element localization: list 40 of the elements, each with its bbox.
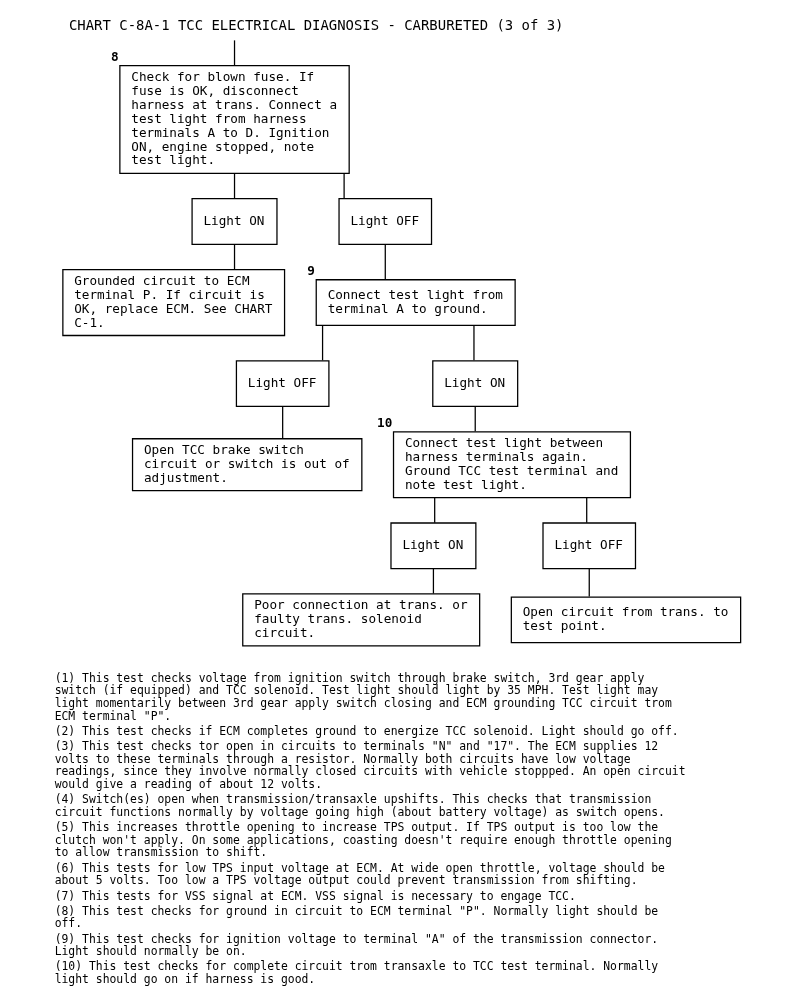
connector (473, 324, 475, 361)
connector (233, 172, 236, 199)
node-label: 10 (377, 414, 393, 430)
diagram-title: CHART C-8A-1 TCC ELECTRICAL DIAGNOSIS - CARBURETED (3 of 3) (68, 16, 564, 33)
label: (10) This test checks for complete circuit trom transaxle to TCC test terminal. Normally light should go on if harness is good. (54, 958, 659, 986)
node-label: 8 (111, 48, 119, 64)
connector (233, 39, 236, 66)
connector (432, 567, 435, 594)
label: (3) This test checks tor open in circuits to terminals "N" and "17". The ECM supplies 12 volts to these terminals through a resistor. Normally both circuits have low voltage readings, since they involve normally closed circuits with vehicle stoppped. An open circuit would give a reading of about 12 volts. (54, 738, 686, 791)
node-box: Connect test light between harness terminals again. Ground TCC test terminal and note test light. (392, 430, 632, 498)
label: (6) This tests for low TPS input voltage at ECM. At wide open throttle, voltage should be about 5 volts. Too low a TPS voltage output could prevent transmission from shifting. (54, 860, 665, 887)
node-box: Open TCC brake switch circuit or switch is out of adjustment. (131, 437, 363, 491)
label: (2) This test checks if ECM completes ground to energize TCC solenoid. Light should go off. (54, 723, 679, 738)
connector (434, 496, 436, 523)
connector (343, 172, 345, 199)
connector (321, 324, 324, 361)
node-box: Connect test light from terminal A to ground. (315, 278, 516, 326)
label: (5) This increases throttle opening to increase TPS output. If TPS output is too low the clutch won't apply. On some applications, coasting doesn't require enough throttle opening to allow transmission to shift. (54, 819, 672, 859)
node-box: Light ON (432, 359, 519, 407)
label: (7) This tests for VSS signal at ECM. VSS signal is necessary to engage TCC. (54, 888, 576, 903)
node-box: Light OFF (542, 521, 637, 569)
node-box: Light OFF (235, 359, 330, 407)
label: (1) This test checks voltage from ignition switch through brake switch, 3rd gear apply switch (if equipped) and TCC solenoid. Test light should light by 35 MPH. Test light may light momentarily between 3rd gear apply switch closing and ECM grounding TCC circuit trom ECM terminal "P". (54, 670, 672, 723)
connector (282, 405, 284, 439)
node-box: Light OFF (338, 197, 433, 245)
connector (384, 243, 386, 280)
node-label: 9 (307, 262, 315, 278)
connector (474, 405, 476, 432)
node-box: Open circuit from trans. to test point. (510, 595, 742, 643)
node-box: Poor connection at trans. or faulty trans. solenoid circuit. (242, 592, 481, 646)
label: (9) This test checks for ignition voltage to terminal "A" of the transmission connector. Light should normally be on. (54, 931, 659, 958)
node-box: Light ON (390, 521, 477, 569)
connector (233, 243, 236, 270)
label: (8) This test checks for ground in circuit to ECM terminal "P". Normally light should be off. (54, 903, 659, 930)
node-box: Grounded circuit to ECM terminal P. If circuit is OK, replace ECM. See CHART C-1. (62, 268, 286, 336)
connector (586, 496, 588, 523)
node-box: Check for blown fuse. If fuse is OK, disconnect harness at trans. Connect a test light from harness terminals A to D. Ignition ON, engine stopped, note test light. (119, 64, 350, 174)
node-box: Light ON (191, 197, 278, 245)
connector (588, 567, 590, 597)
label: (4) Switch(es) open when transmission/transaxle upshifts. This checks that transmission circuit functions normally by voltage going high (about battery voltage) as switch opens. (54, 791, 665, 819)
